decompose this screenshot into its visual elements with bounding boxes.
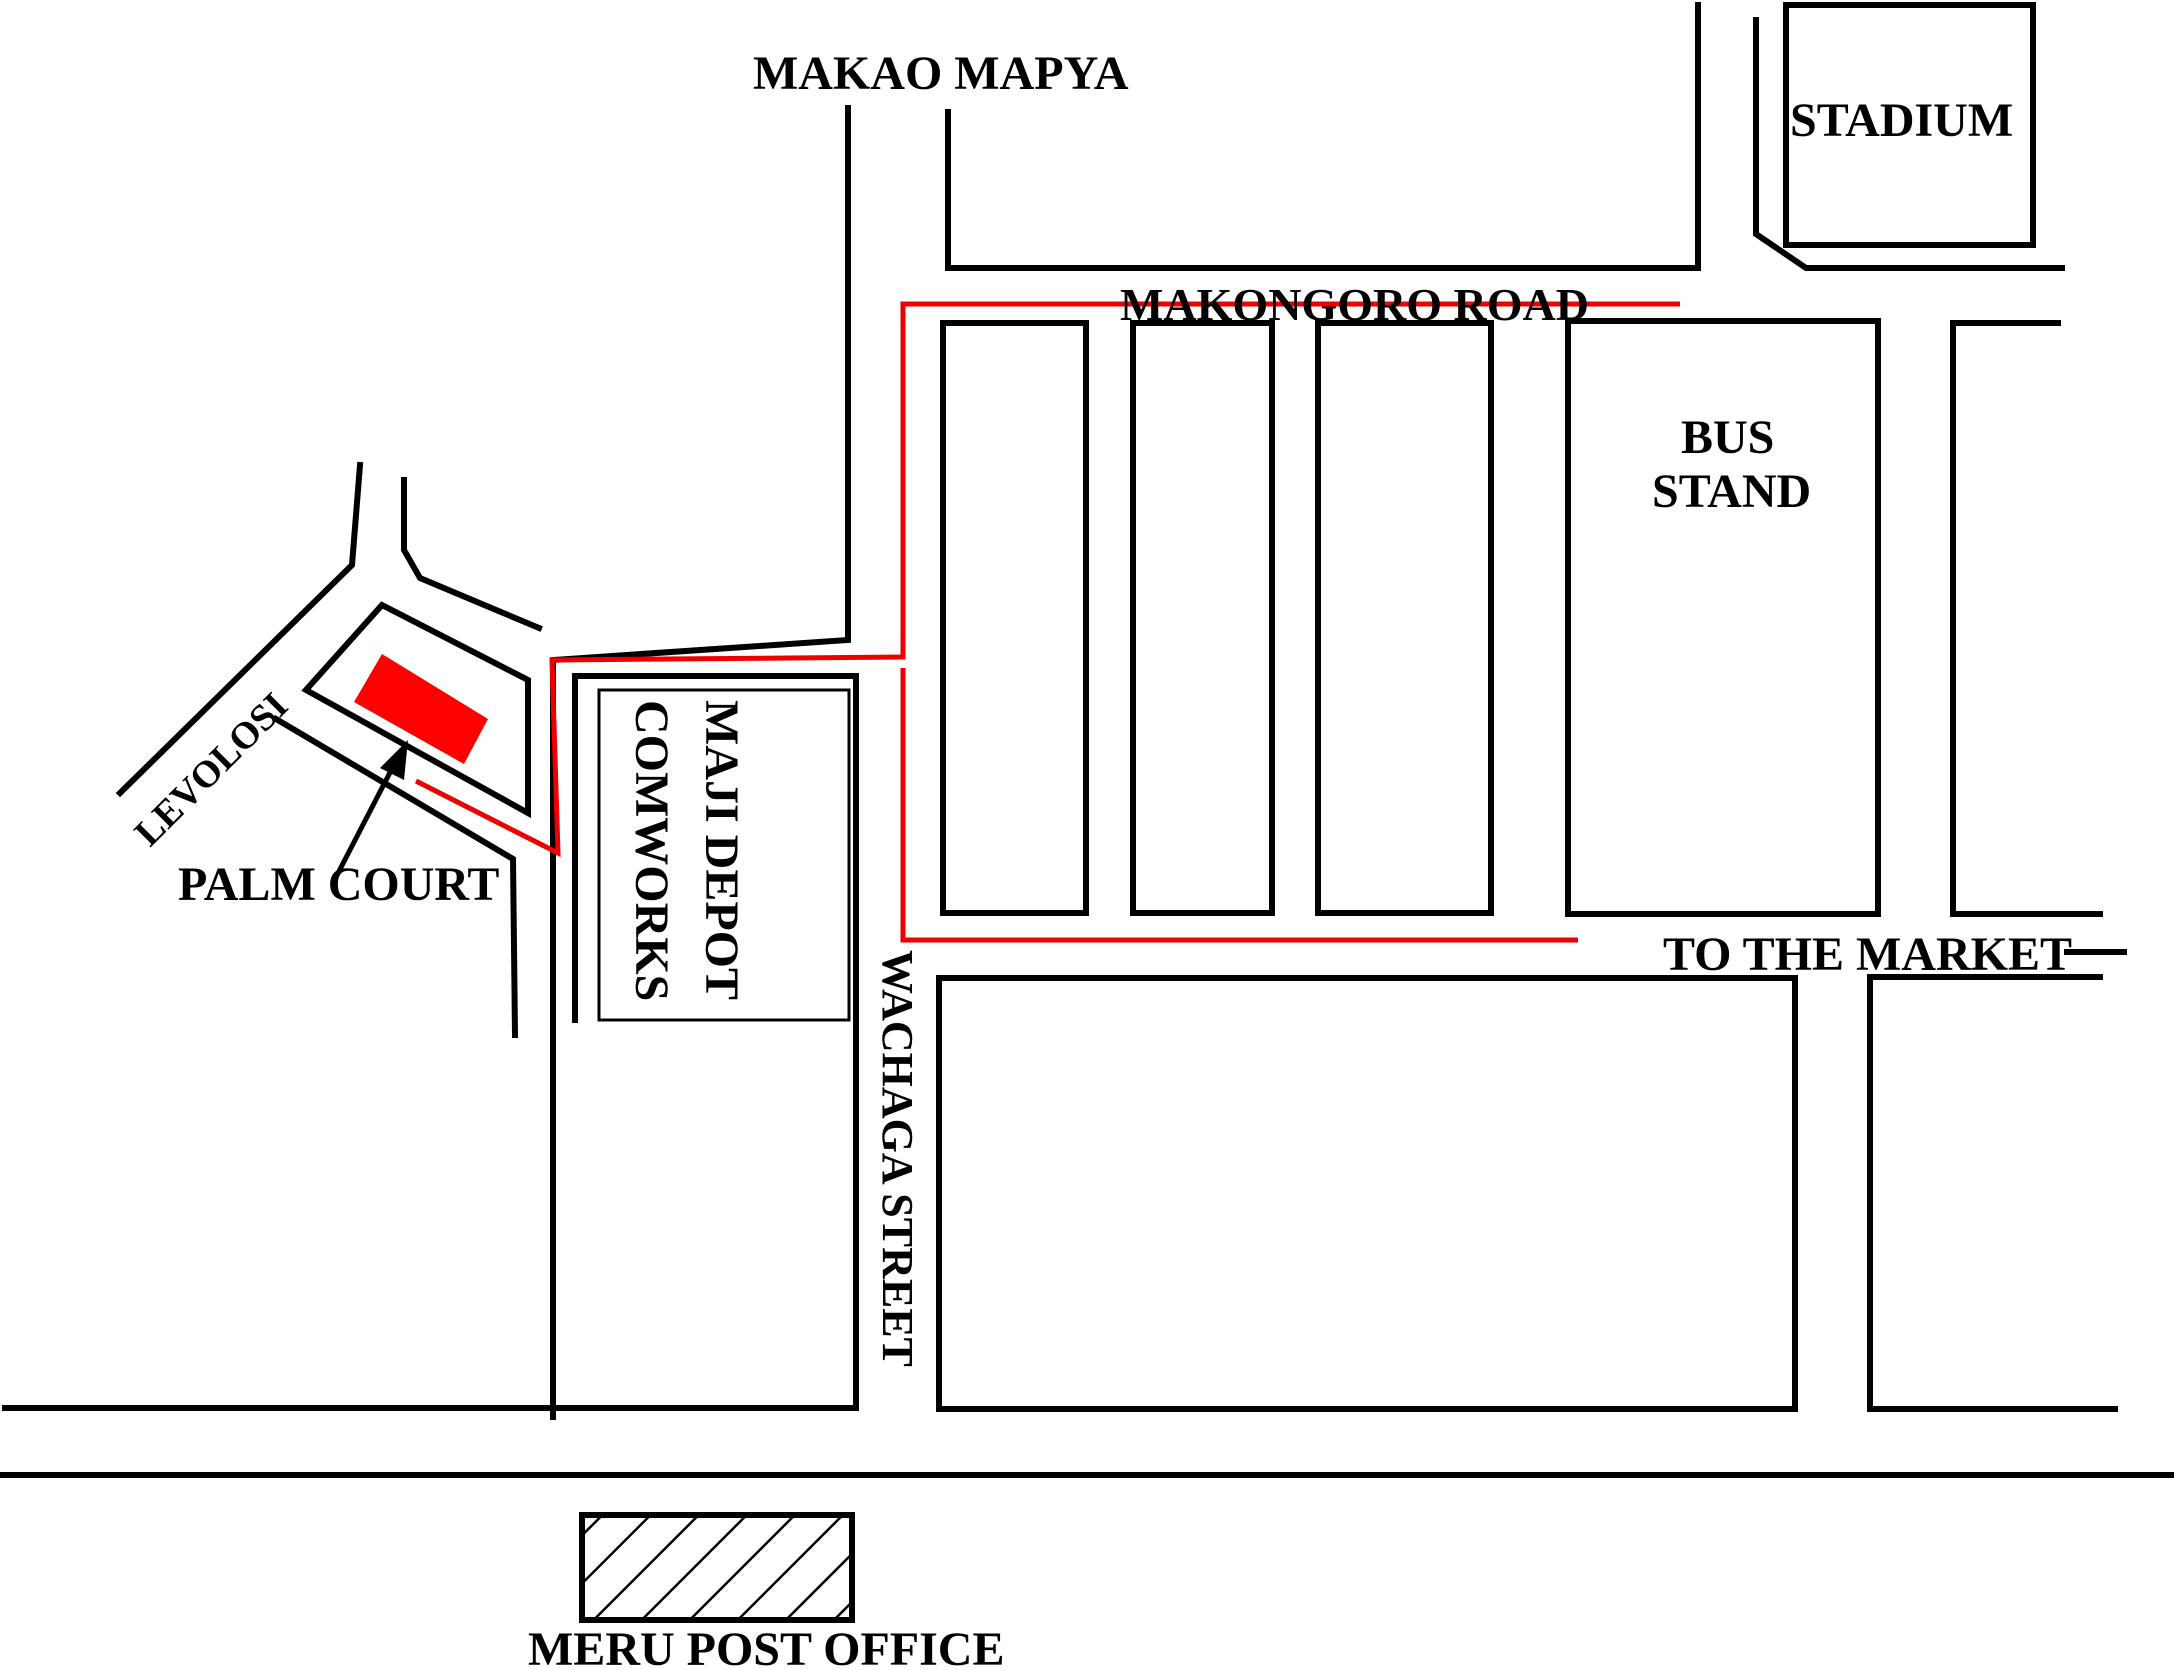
east-block-edge <box>1950 320 2103 917</box>
stadium-block <box>1783 2 2036 248</box>
palm-court-north-road <box>401 477 543 632</box>
palm-court-arrow <box>333 740 408 879</box>
stadium-label: STADIUM <box>1790 94 2013 147</box>
stadium-road-edge <box>1753 17 2065 271</box>
wachaga-street-label: WACHAGA STREET <box>873 950 922 1367</box>
makongoro-road-label: MAKONGORO ROAD <box>1120 279 1589 330</box>
route-segment-main <box>414 301 1680 858</box>
meru-post-office-building <box>579 1512 855 1623</box>
lower-block-east <box>1867 974 2118 1412</box>
bus-stand-block <box>1565 318 1881 917</box>
levolosi-road-upper <box>115 461 364 798</box>
road-lines <box>0 2 2174 1478</box>
makao-mapya-road-left-edge <box>550 105 851 1420</box>
bus-stand-label-line1: BUS <box>1681 411 1774 464</box>
palm-court-label: PALM COURT <box>178 858 499 911</box>
maji-depot-building <box>597 688 851 1022</box>
makao-mapya-label: MAKAO MAPYA <box>753 47 1129 100</box>
route-segment-south <box>900 668 1578 943</box>
levolosi-label: LEVOLOSI <box>127 685 297 855</box>
city-block-2 <box>1130 320 1275 916</box>
maji-depot-outer-edge <box>2 673 859 1411</box>
city-block-1 <box>940 320 1089 916</box>
meru-post-office-label: MERU POST OFFICE <box>528 1623 1004 1670</box>
lower-block-large <box>936 975 1798 1412</box>
bus-stand-label-line2: STAND <box>1652 465 1811 518</box>
city-block-3 <box>1315 320 1494 916</box>
maji-depot-label-line2: COMWORKS <box>625 700 678 1001</box>
route-path <box>414 301 1680 943</box>
palm-court-block <box>301 601 531 819</box>
makao-mapya-road-right-edge <box>945 2 1701 271</box>
palm-court-destination-marker <box>354 654 488 764</box>
to-the-market-label: TO THE MARKET <box>1663 928 2072 981</box>
levolosi-road-lower <box>271 714 519 1039</box>
maji-depot-label-line1: MAJI DEPOT <box>695 700 748 1000</box>
